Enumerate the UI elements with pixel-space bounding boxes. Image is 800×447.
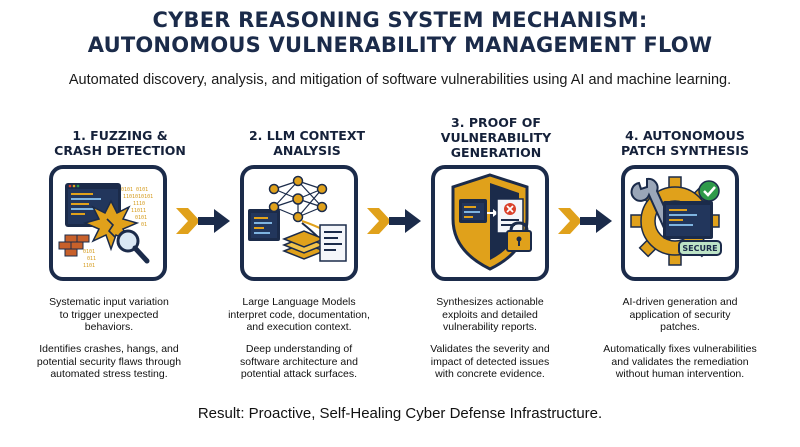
shield-lock-icon [451,173,532,271]
page-subtitle: Automated discovery, analysis, and mitig… [68,72,732,88]
step-4-card: SECURE [621,165,739,281]
step-3-card [431,165,549,281]
secure-badge: SECURE [682,244,717,253]
svg-text:0101: 0101 [83,249,95,255]
svg-text:1101010101: 1101010101 [123,194,153,200]
step-1-title: 1. FUZZING & CRASH DETECTION [54,128,186,158]
svg-text:01: 01 [141,222,147,228]
step-3-title: 3. PROOF OF VULNERABILITY GENERATION [440,115,552,160]
svg-text:11011: 11011 [131,208,146,214]
flow-arrow-2 [367,208,421,234]
page-title: CYBER REASONING SYSTEM MECHANISM: AUTONO… [0,8,800,58]
svg-text:0101: 0101 [135,215,147,221]
step-2-title: 2. LLM CONTEXT ANALYSIS [248,128,365,158]
step-4-title: 4. AUTONOMOUS PATCH SYNTHESIS [621,128,749,158]
title-line-1: CYBER REASONING SYSTEM MECHANISM: [152,8,648,32]
step-2-card [240,165,358,281]
neural-network-icon [248,175,347,262]
step-1-card: 0101 0101 1101010101 1110 11011 0101 01 … [49,165,167,281]
result-statement: Result: Proactive, Self-Healing Cyber De… [197,405,603,422]
svg-text:1110: 1110 [133,201,145,207]
title-line-2: AUTONOMOUS VULNERABILITY MANAGEMENT FLOW [87,33,713,57]
svg-text:0101 0101: 0101 0101 [121,187,148,193]
flow-arrow-3 [558,208,612,234]
flow-arrow-1 [176,208,230,234]
gear-wrench-icon: SECURE [630,176,722,266]
svg-text:011: 011 [87,256,96,262]
fuzzing-crash-icon: 0101 0101 1101010101 1110 11011 0101 01 … [58,183,153,269]
binary-stream: 0101 0101 1101010101 1110 11011 0101 01 … [83,187,153,269]
svg-text:1101: 1101 [83,263,95,269]
